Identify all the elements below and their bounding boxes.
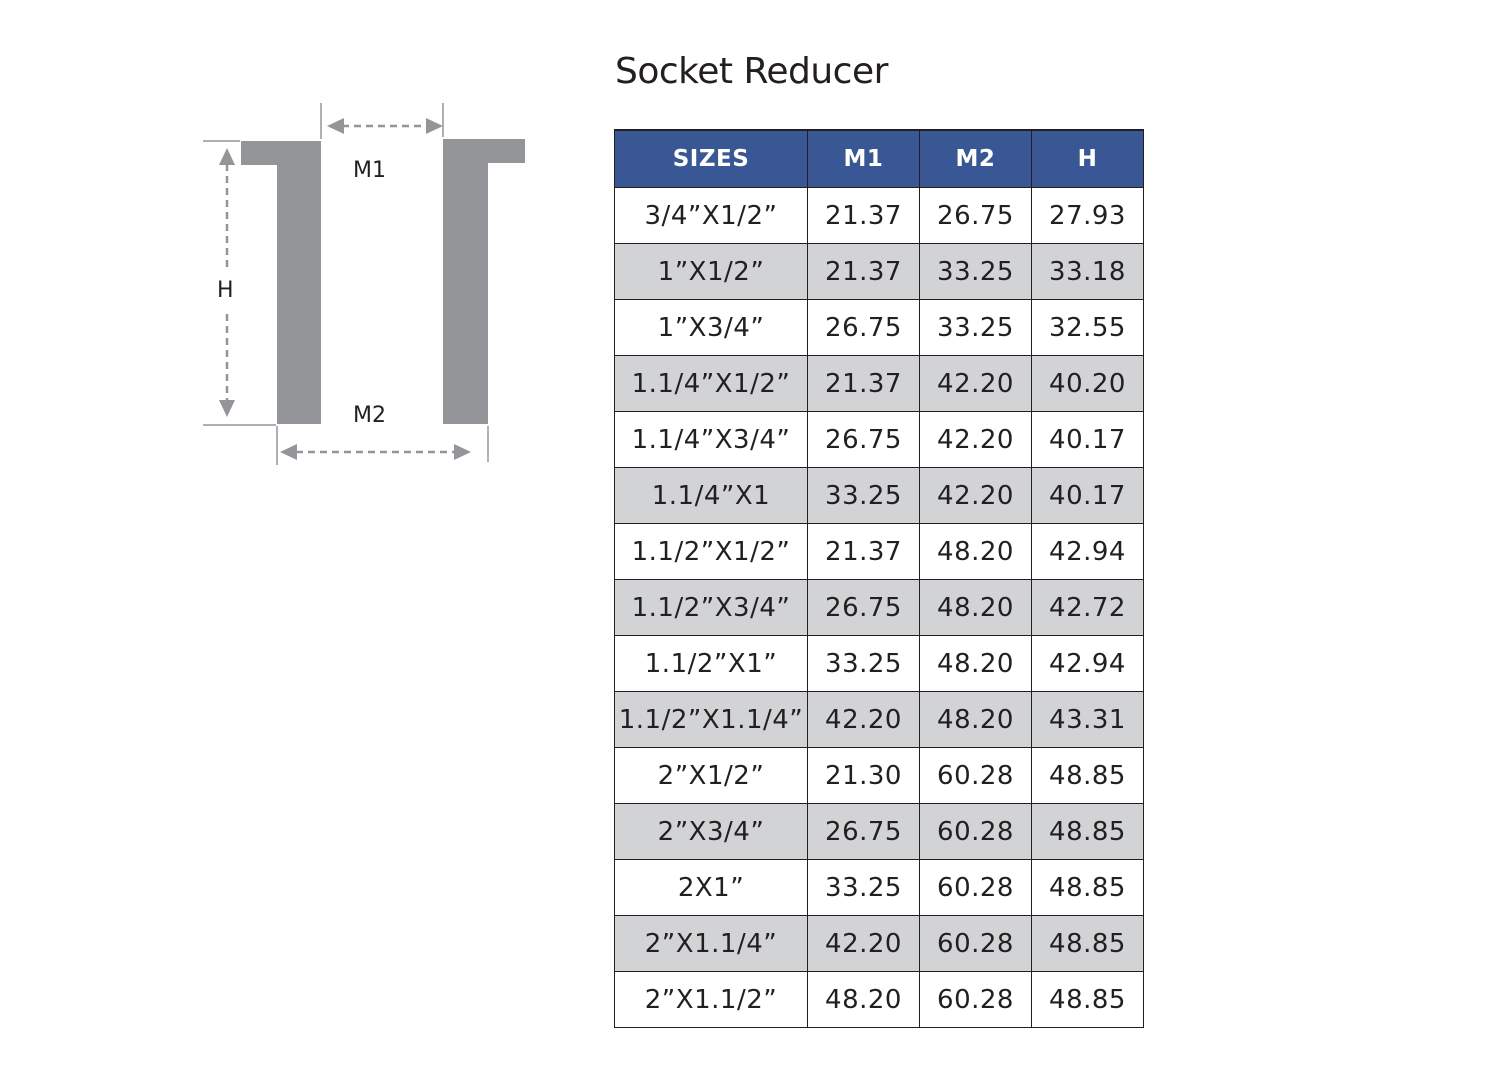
cell-h: 40.17 bbox=[1031, 411, 1144, 468]
cell-h: 27.93 bbox=[1031, 187, 1144, 244]
cell-m2: 48.20 bbox=[919, 523, 1032, 580]
cell-m1: 42.20 bbox=[807, 691, 920, 748]
cell-h: 43.31 bbox=[1031, 691, 1144, 748]
cell-m2: 33.25 bbox=[919, 243, 1032, 300]
cell-size: 1.1/2”X1/2” bbox=[614, 523, 808, 580]
h-label: H bbox=[217, 278, 234, 303]
socket-reducer-diagram: M1 H M2 bbox=[0, 0, 560, 520]
cell-h: 48.85 bbox=[1031, 915, 1144, 972]
cell-h: 42.94 bbox=[1031, 523, 1144, 580]
cell-m1: 48.20 bbox=[807, 971, 920, 1028]
cell-m1: 33.25 bbox=[807, 859, 920, 916]
m2-arrowhead-left bbox=[280, 444, 297, 460]
cell-m1: 21.37 bbox=[807, 187, 920, 244]
cell-size: 1.1/4”X3/4” bbox=[614, 411, 808, 468]
cell-m1: 26.75 bbox=[807, 579, 920, 636]
cell-m1: 26.75 bbox=[807, 411, 920, 468]
header-m2: M2 bbox=[919, 129, 1032, 188]
cell-m1: 26.75 bbox=[807, 803, 920, 860]
cell-size: 1”X3/4” bbox=[614, 299, 808, 356]
cell-m2: 42.20 bbox=[919, 355, 1032, 412]
cell-size: 2”X3/4” bbox=[614, 803, 808, 860]
m1-arrowhead-left bbox=[327, 118, 344, 134]
cell-m1: 21.37 bbox=[807, 355, 920, 412]
page-title: Socket Reducer bbox=[615, 51, 888, 92]
cell-size: 1”X1/2” bbox=[614, 243, 808, 300]
cell-size: 2X1” bbox=[614, 859, 808, 916]
cell-m1: 33.25 bbox=[807, 635, 920, 692]
cell-size: 1.1/2”X1.1/4” bbox=[614, 691, 808, 748]
header-sizes: SIZES bbox=[614, 129, 808, 188]
cell-m2: 33.25 bbox=[919, 299, 1032, 356]
h-arrowhead-bottom bbox=[219, 400, 235, 417]
cell-h: 42.72 bbox=[1031, 579, 1144, 636]
cell-m2: 60.28 bbox=[919, 915, 1032, 972]
cell-m2: 48.20 bbox=[919, 691, 1032, 748]
cell-size: 2”X1/2” bbox=[614, 747, 808, 804]
cell-m2: 60.28 bbox=[919, 747, 1032, 804]
cell-m2: 42.20 bbox=[919, 467, 1032, 524]
cell-h: 48.85 bbox=[1031, 803, 1144, 860]
m2-label: M2 bbox=[353, 403, 386, 428]
cross-section-drawing bbox=[203, 103, 525, 465]
cell-size: 2”X1.1/4” bbox=[614, 915, 808, 972]
cell-m2: 48.20 bbox=[919, 635, 1032, 692]
m1-arrowhead-right bbox=[426, 118, 443, 134]
cell-m1: 42.20 bbox=[807, 915, 920, 972]
cell-h: 40.20 bbox=[1031, 355, 1144, 412]
cell-m2: 42.20 bbox=[919, 411, 1032, 468]
cell-m1: 33.25 bbox=[807, 467, 920, 524]
cell-m1: 21.30 bbox=[807, 747, 920, 804]
cell-m1: 21.37 bbox=[807, 523, 920, 580]
cell-h: 32.55 bbox=[1031, 299, 1144, 356]
cell-m2: 60.28 bbox=[919, 803, 1032, 860]
m2-arrowhead-right bbox=[454, 444, 471, 460]
right-wall bbox=[443, 139, 525, 424]
cell-size: 1.1/2”X3/4” bbox=[614, 579, 808, 636]
header-h: H bbox=[1031, 129, 1144, 188]
table-header-row: SIZES M1 M2 H bbox=[614, 129, 1144, 188]
cell-m2: 60.28 bbox=[919, 971, 1032, 1028]
cell-m2: 26.75 bbox=[919, 187, 1032, 244]
cell-size: 1.1/2”X1” bbox=[614, 635, 808, 692]
cell-h: 48.85 bbox=[1031, 971, 1144, 1028]
cell-h: 40.17 bbox=[1031, 467, 1144, 524]
cell-size: 1.1/4”X1 bbox=[614, 467, 808, 524]
cell-size: 3/4”X1/2” bbox=[614, 187, 808, 244]
cell-m2: 48.20 bbox=[919, 579, 1032, 636]
cell-h: 48.85 bbox=[1031, 859, 1144, 916]
cell-h: 33.18 bbox=[1031, 243, 1144, 300]
cell-m2: 60.28 bbox=[919, 859, 1032, 916]
cell-h: 48.85 bbox=[1031, 747, 1144, 804]
m1-label: M1 bbox=[353, 158, 386, 183]
h-arrowhead-top bbox=[219, 148, 235, 165]
cell-m1: 21.37 bbox=[807, 243, 920, 300]
cell-size: 1.1/4”X1/2” bbox=[614, 355, 808, 412]
cell-size: 2”X1.1/2” bbox=[614, 971, 808, 1028]
cell-m1: 26.75 bbox=[807, 299, 920, 356]
cell-h: 42.94 bbox=[1031, 635, 1144, 692]
left-wall bbox=[241, 141, 321, 424]
header-m1: M1 bbox=[807, 129, 920, 188]
